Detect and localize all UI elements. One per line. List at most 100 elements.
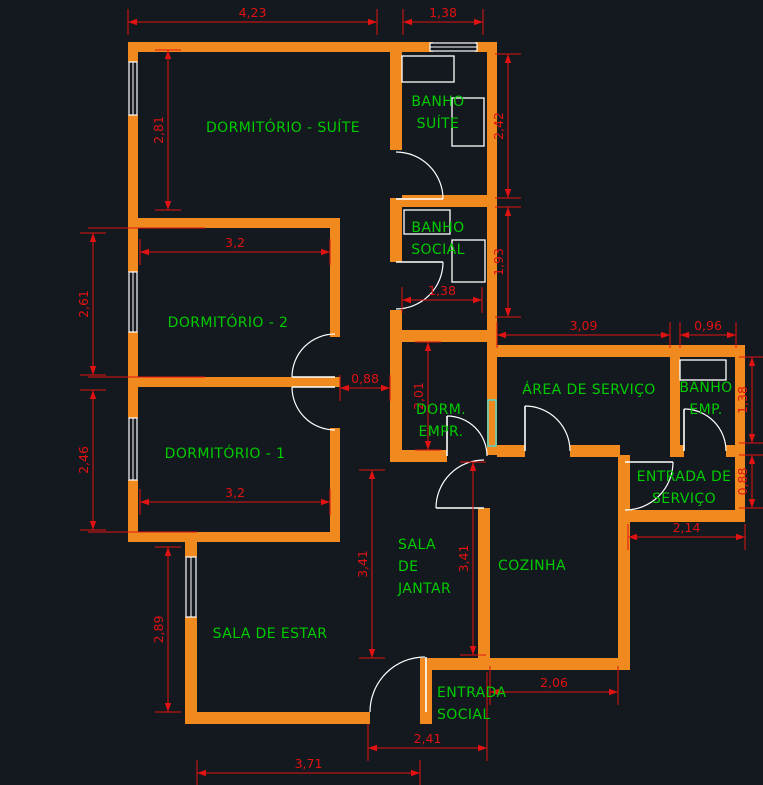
dimension-arrow xyxy=(424,441,432,450)
dimension: 2,06 xyxy=(489,675,619,705)
door-dormitorio-1 xyxy=(291,386,336,431)
dimension-arrow xyxy=(164,547,172,556)
room-label-banho-suite: BANHO SUÍTE xyxy=(411,94,464,132)
room-label-dormitorio-1: DORMITÓRIO - 1 xyxy=(165,444,286,462)
dimension: 3,41 xyxy=(355,469,385,659)
door-swing-arc xyxy=(291,333,336,378)
door-banho-social xyxy=(395,261,444,310)
dimension-arrow xyxy=(736,533,745,541)
dimension: 2,81 xyxy=(151,49,181,211)
dimension-arrow xyxy=(680,331,689,339)
dimension-text: 2,89 xyxy=(151,616,166,644)
wall-segment xyxy=(128,115,138,228)
dimension-arrow xyxy=(321,248,330,256)
dimension: 0,96 xyxy=(679,318,737,348)
dimension-arrow xyxy=(340,384,349,392)
room-label-area-de-servico: ÁREA DE SERVIÇO xyxy=(522,381,655,398)
window xyxy=(429,42,478,52)
wall-segment xyxy=(128,332,138,387)
door-swing-arc xyxy=(395,261,444,310)
dimension: 3,2 xyxy=(139,235,331,265)
wall-segment xyxy=(475,42,497,52)
wall-segment xyxy=(128,42,433,52)
dimension: 3,71 xyxy=(196,756,421,785)
fixture xyxy=(401,55,455,83)
dimension-arrow xyxy=(140,498,149,506)
wall-segment xyxy=(497,445,525,457)
dimension: 4,23 xyxy=(127,5,378,35)
dimension-arrow xyxy=(411,769,420,777)
dimension-arrow xyxy=(469,462,477,471)
dimension-arrow xyxy=(478,744,487,752)
dimension-text: 2,81 xyxy=(151,116,166,144)
dimension-arrow xyxy=(164,201,172,210)
room-label-line: SOCIAL xyxy=(411,242,465,258)
dimension-text: 2,61 xyxy=(76,290,91,318)
window xyxy=(185,556,197,618)
dimension-text: 0,88 xyxy=(351,371,379,386)
room-label-line: SALA xyxy=(398,537,436,553)
wall-segment xyxy=(735,345,745,522)
wall-segment xyxy=(670,445,684,457)
dimension-arrow xyxy=(89,521,97,530)
wall-segment xyxy=(402,330,487,342)
wall-segment xyxy=(487,207,497,342)
dimension: 0,88 xyxy=(339,371,391,401)
dimension-text: 1,38 xyxy=(428,283,456,298)
door-swing-arc xyxy=(683,408,727,452)
wall-segment xyxy=(185,712,370,724)
wall-segment xyxy=(620,510,745,522)
wall-segment xyxy=(128,218,340,228)
wall-segment xyxy=(128,42,138,62)
wall-segment xyxy=(390,42,402,150)
room-label-line: JANTAR xyxy=(397,581,451,597)
door-entrada-servico xyxy=(624,461,674,511)
dimension-text: 0,96 xyxy=(694,318,722,333)
dimension: 2,61 xyxy=(76,232,106,376)
wall-segment xyxy=(128,387,138,418)
dimension-arrow xyxy=(368,649,376,658)
dimension-text: 1,93 xyxy=(491,248,506,276)
dimension: 2,41 xyxy=(367,731,488,761)
dimension: 2,89 xyxy=(151,546,181,713)
dimension-text: 1,38 xyxy=(735,386,750,414)
dimension-arrow xyxy=(661,331,670,339)
dimension-arrow xyxy=(469,646,477,655)
wall-segment xyxy=(487,342,497,455)
room-label-line: SUÍTE xyxy=(417,115,460,132)
dimension-arrow xyxy=(164,703,172,712)
dimension-text: 3,2 xyxy=(225,485,245,500)
dimension-arrow xyxy=(140,248,149,256)
dimension-arrow xyxy=(748,357,756,366)
dimension-arrow xyxy=(748,499,756,508)
dimension-text: 3,09 xyxy=(570,318,598,333)
window xyxy=(128,61,138,116)
fixture xyxy=(679,359,727,381)
door-banho-suite xyxy=(395,151,444,200)
fixture xyxy=(487,399,497,447)
door-swing-arc xyxy=(369,656,426,713)
door-swing-arc xyxy=(395,151,444,200)
door-banho-emp xyxy=(683,408,727,452)
room-label-line: BANHO xyxy=(411,94,464,110)
dimension-arrow xyxy=(368,470,376,479)
dimension-arrow xyxy=(473,296,482,304)
wall-segment xyxy=(570,445,620,457)
dimension-arrow xyxy=(504,308,512,317)
dimension-arrow xyxy=(197,769,206,777)
dimension-text: 2,46 xyxy=(76,446,91,474)
dimension-text: 1,38 xyxy=(429,5,457,20)
dimension-text: 2,06 xyxy=(540,675,568,690)
room-label-line: COZINHA xyxy=(498,558,566,574)
wall-segment xyxy=(487,42,497,207)
wall-segment xyxy=(128,532,340,542)
room-label-line: EMPR. xyxy=(418,424,463,440)
wall-segment xyxy=(185,542,197,557)
dimension-arrow xyxy=(89,390,97,399)
dimension-arrow xyxy=(381,384,390,392)
dimension: 2,46 xyxy=(76,389,106,531)
